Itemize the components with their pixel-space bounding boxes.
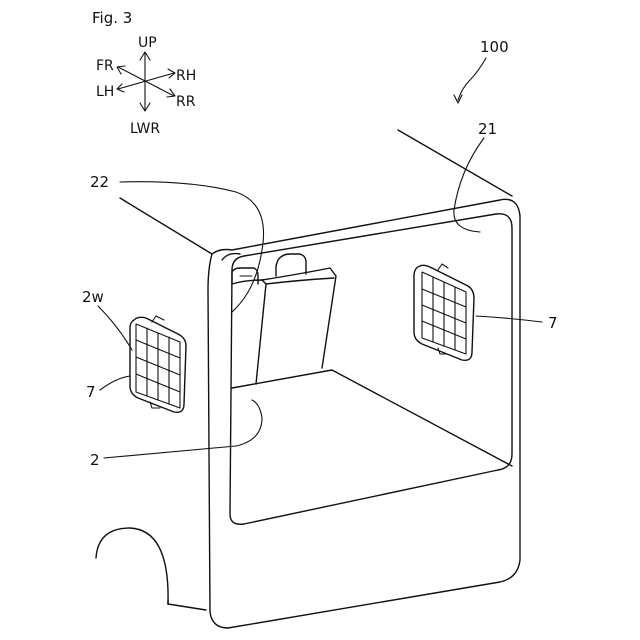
direction-lower-label: LWR bbox=[130, 121, 160, 137]
direction-right-label: RH bbox=[176, 68, 196, 84]
ref-label-vent-right: 7 bbox=[548, 314, 558, 332]
vent-grille-right bbox=[414, 264, 474, 360]
direction-compass: UP LWR FR LH RH RR bbox=[96, 35, 196, 137]
direction-up-label: UP bbox=[138, 35, 157, 51]
ref-label-floor: 2 bbox=[90, 451, 100, 469]
ref-label-seat: 22 bbox=[90, 173, 109, 191]
ref-label-vent-left: 7 bbox=[86, 383, 96, 401]
direction-front-label: FR bbox=[96, 58, 114, 74]
vent-grille-left bbox=[130, 316, 186, 412]
figure-title: Fig. 3 bbox=[92, 9, 132, 27]
direction-left-label: LH bbox=[96, 84, 114, 100]
leader-lines bbox=[98, 58, 542, 458]
ref-label-side-wall: 2w bbox=[82, 288, 104, 306]
cargo-interior bbox=[232, 254, 512, 466]
vehicle-body bbox=[96, 130, 520, 628]
cargo-opening-frame bbox=[230, 214, 512, 525]
direction-rear-label: RR bbox=[176, 94, 196, 110]
ref-label-vehicle: 100 bbox=[480, 38, 509, 56]
ref-label-cargo-opening: 21 bbox=[478, 120, 497, 138]
